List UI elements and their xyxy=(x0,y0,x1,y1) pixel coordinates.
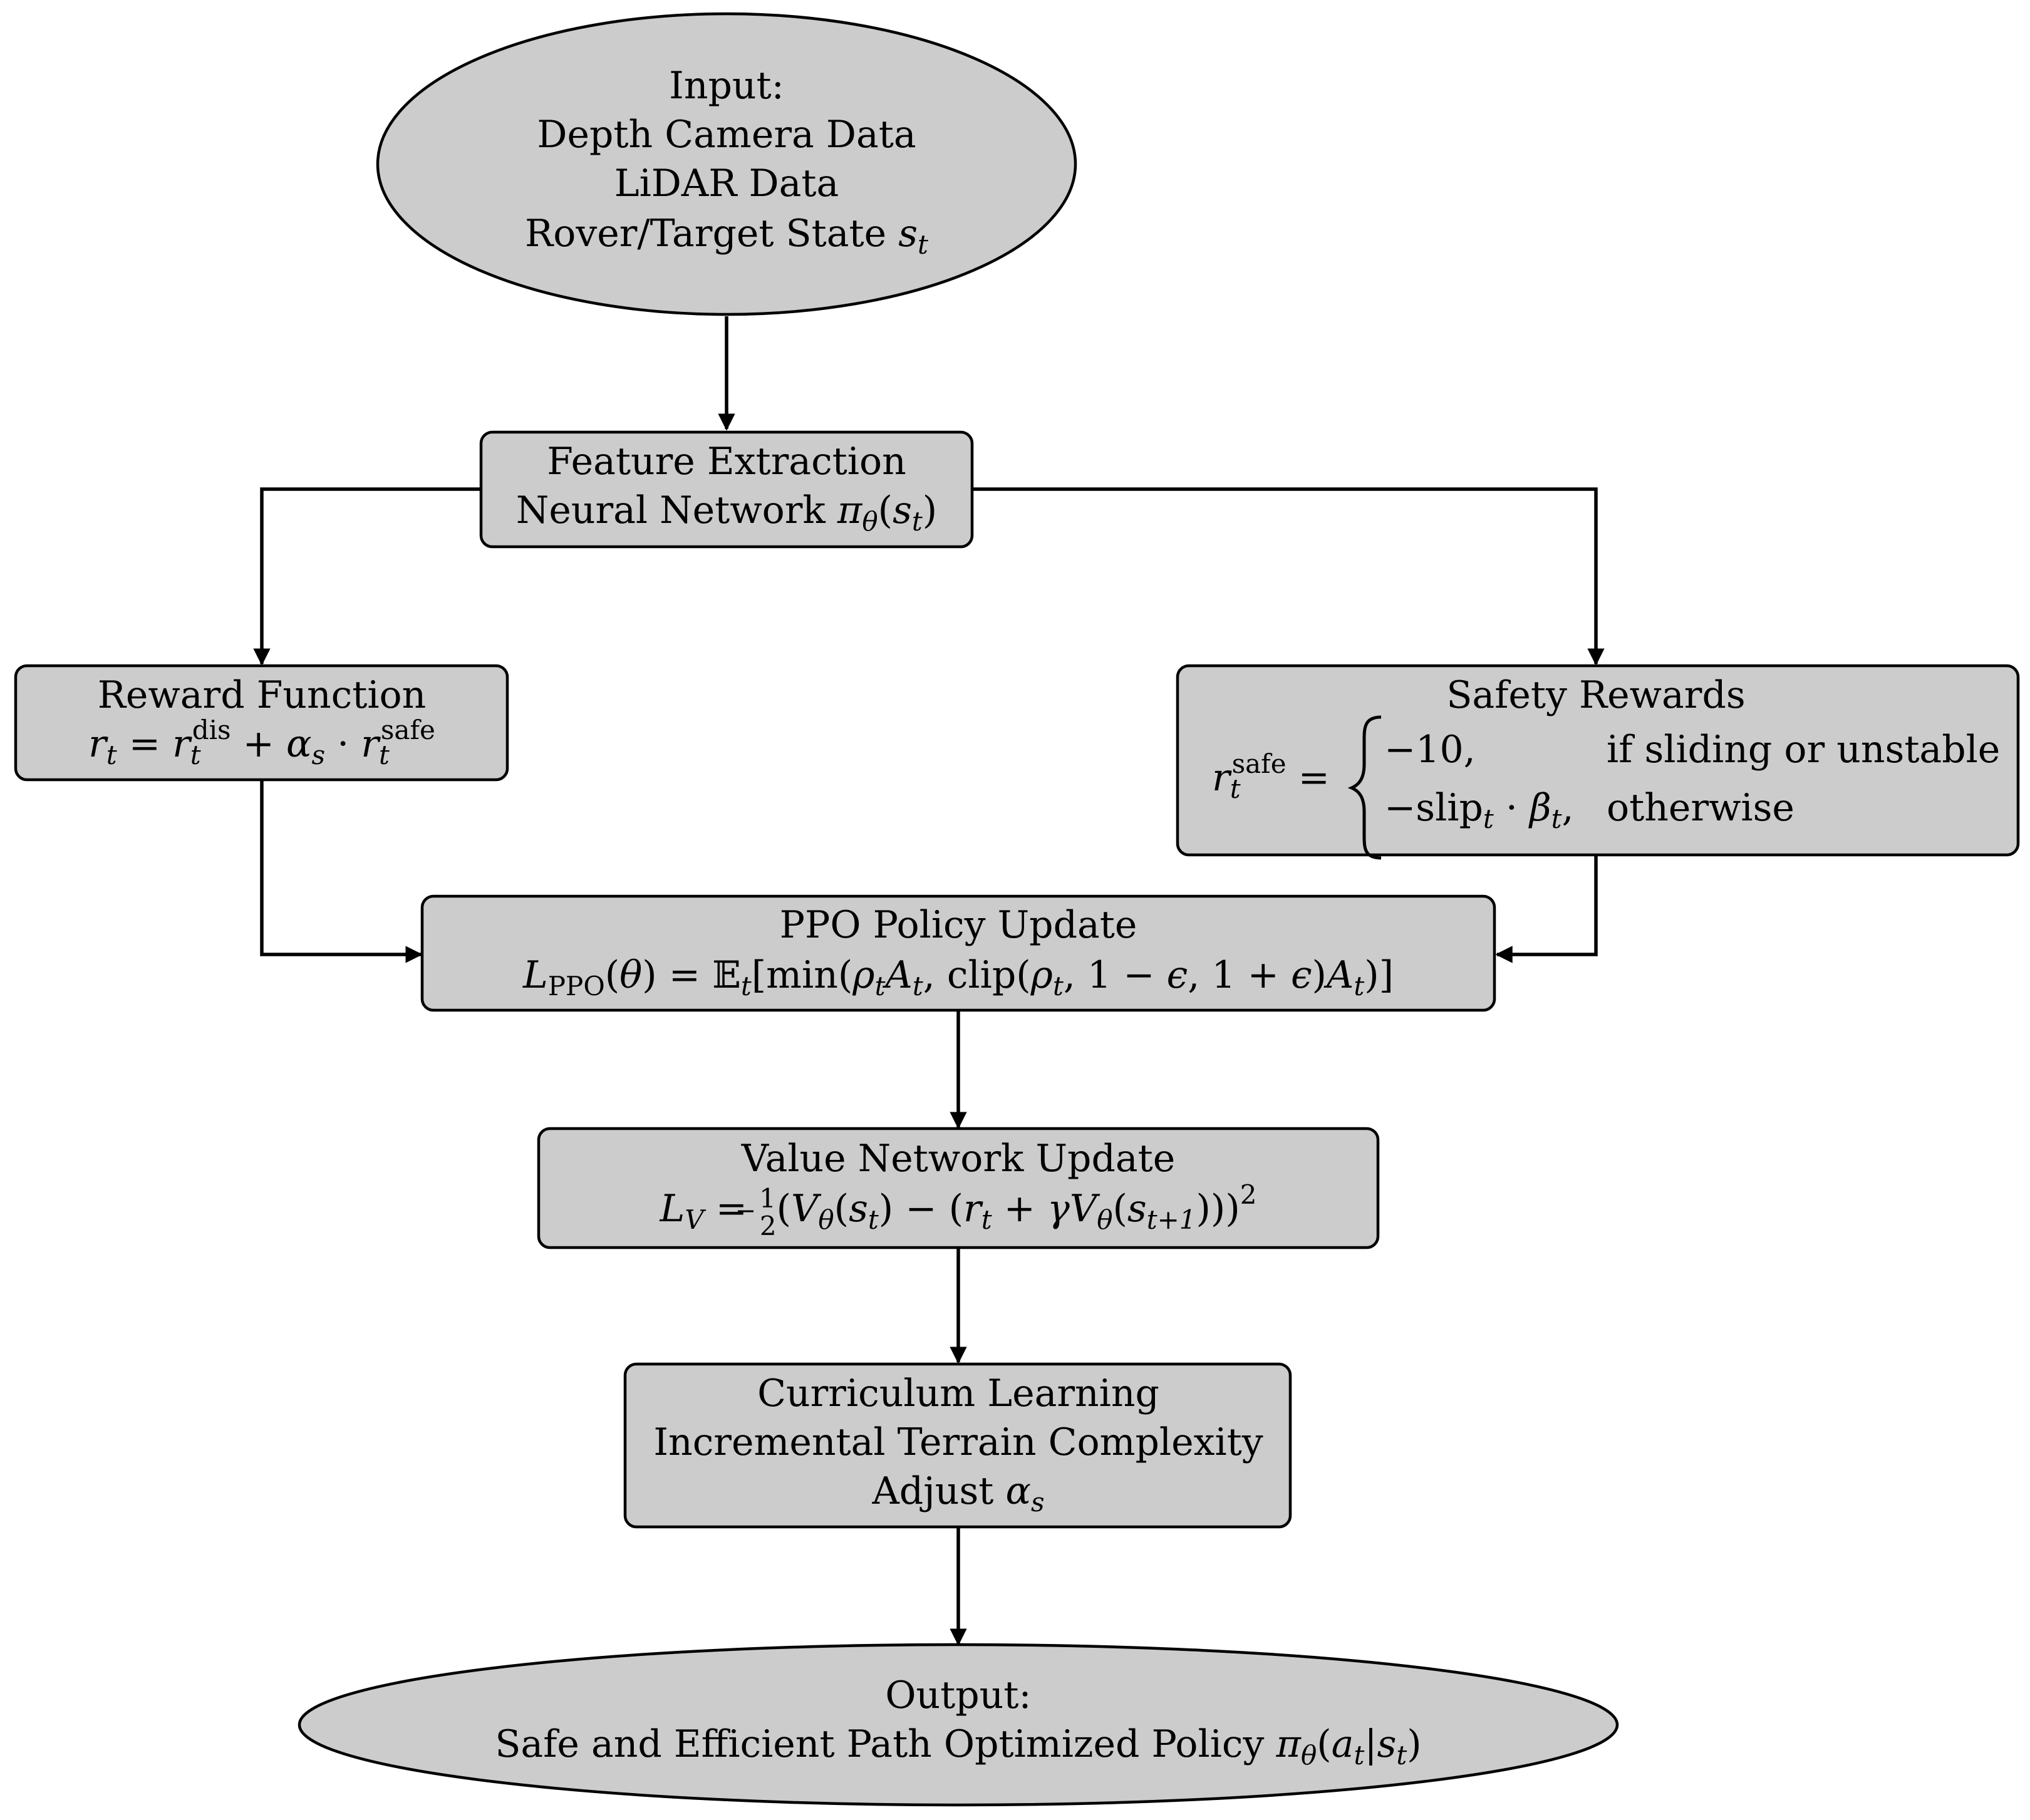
safety-case1-condition: if sliding or unstable xyxy=(1607,728,2000,772)
curriculum-title: Curriculum Learning xyxy=(757,1372,1159,1415)
edge-feature-to-reward xyxy=(253,487,481,666)
safety-brace xyxy=(1347,715,1382,860)
safety-title: Safety Rewards xyxy=(1446,673,1745,717)
output-policy: Safe and Efficient Path Optimized Policy… xyxy=(495,1722,1421,1771)
input-node: Input: Depth Camera Data LiDAR Data Rove… xyxy=(376,12,1077,316)
input-depth-camera: Depth Camera Data xyxy=(537,113,916,157)
curriculum-adjust: Adjust αs xyxy=(871,1469,1044,1518)
edge-safety-to-ppo xyxy=(1495,855,1598,963)
curriculum-node: Curriculum Learning Incremental Terrain … xyxy=(623,1362,1292,1529)
safety-case1-value: −10, xyxy=(1384,728,1476,772)
input-lidar: LiDAR Data xyxy=(614,162,839,205)
reward-formula: rt = rtdis + αs · rtsafe xyxy=(88,715,435,770)
safety-lhs: rtsafe = xyxy=(1212,748,1330,804)
ppo-update-node: PPO Policy Update LPPO(θ) = 𝔼t[min(ρtAt,… xyxy=(420,894,1496,1012)
value-title: Value Network Update xyxy=(741,1137,1176,1181)
feature-title: Feature Extraction xyxy=(547,440,906,483)
safety-rewards-node: Safety Rewards rtsafe = −10, if sliding … xyxy=(1176,664,2020,860)
ppo-title: PPO Policy Update xyxy=(780,903,1137,947)
ppo-formula: LPPO(θ) = 𝔼t[min(ρtAt, clip(ρt, 1 − ϵ, 1… xyxy=(522,953,1394,1001)
curriculum-terrain: Incremental Terrain Complexity xyxy=(653,1420,1263,1464)
input-title: Input: xyxy=(669,64,784,108)
reward-function-node: Reward Function rt = rtdis + αs · rtsafe xyxy=(14,664,509,782)
input-state: Rover/Target State st xyxy=(525,212,928,260)
feature-extraction-node: Feature Extraction Neural Network πθ(st) xyxy=(479,430,974,549)
edge-feature-to-safety xyxy=(972,487,1605,666)
reward-title: Reward Function xyxy=(98,673,427,717)
safety-case2-condition: otherwise xyxy=(1607,786,1794,830)
output-node: Output: Safe and Efficient Path Optimize… xyxy=(298,1643,1619,1807)
edges xyxy=(253,316,1605,1646)
feature-network: Neural Network πθ(st) xyxy=(516,489,937,537)
output-title: Output: xyxy=(885,1673,1031,1717)
safety-case2-value: −slipt · βt, xyxy=(1384,786,1574,834)
edge-reward-to-ppo xyxy=(260,780,423,963)
